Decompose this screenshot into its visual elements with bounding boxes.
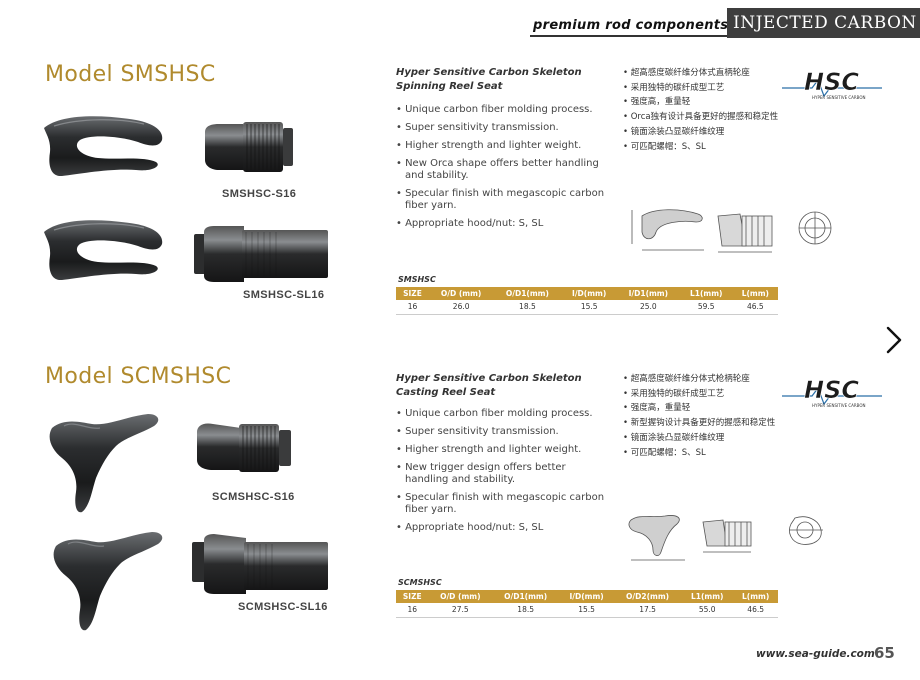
page-number: 65 xyxy=(874,644,895,662)
spec-cell: 15.5 xyxy=(561,300,617,315)
feature-item-cn: 采用独特的碳纤成型工艺 xyxy=(623,81,813,96)
feature-item-cn: 可匹配螺帽：S、SL xyxy=(623,140,813,155)
desc-title-scmshsc: Hyper Sensitive Carbon Skeleton Casting … xyxy=(396,373,582,398)
feature-item-cn: 可匹配螺帽：S、SL xyxy=(623,446,813,461)
spec-cell: 18.5 xyxy=(493,300,562,315)
spec-header: L(mm) xyxy=(733,590,778,603)
product-image-smshsc-s16-seat xyxy=(44,116,163,177)
spec-header: O/D1(mm) xyxy=(493,287,562,300)
chevron-right-icon[interactable] xyxy=(882,324,906,356)
feature-item: Specular finish with megascopic carbon f… xyxy=(396,188,611,212)
logo-text: HSC xyxy=(804,376,859,404)
logo-text: HSC xyxy=(804,68,859,96)
model-title-smshsc: Model SMSHSC xyxy=(45,62,216,87)
spec-cell: 16 xyxy=(396,300,429,315)
spec-cell: 26.0 xyxy=(428,300,494,315)
table-row: 16 26.0 18.5 15.5 25.0 59.5 46.5 xyxy=(396,300,778,315)
technical-diagram-smshsc xyxy=(631,209,832,253)
feature-item-cn: Orca独有设计具备更好的握感和稳定性 xyxy=(623,110,813,125)
feature-item: Unique carbon fiber molding process. xyxy=(396,408,611,420)
feature-item: New trigger design offers better handlin… xyxy=(396,462,611,486)
spec-cell: 46.5 xyxy=(732,300,778,315)
feature-item: Super sensitivity transmission. xyxy=(396,122,611,134)
header-subtitle: premium rod components xyxy=(533,18,729,33)
product-image-smshsc-s16-nut xyxy=(205,122,293,172)
feature-list-cn-scmshsc: 超高感度碳纤维分体式枪柄轮座 采用独特的碳纤成型工艺 强度高，重量轻 新型握钩设… xyxy=(623,372,813,460)
feature-list-smshsc: Unique carbon fiber molding process. Sup… xyxy=(396,104,611,236)
spec-cell: 18.5 xyxy=(492,603,560,618)
feature-item-cn: 超高感度碳纤维分体式枪柄轮座 xyxy=(623,372,813,387)
hsc-logo: HSC HYPER SENSITIVE CARBON xyxy=(782,376,882,408)
feature-item: Appropriate hood/nut: S, SL xyxy=(396,522,611,534)
product-image-scmshsc-s16-nut xyxy=(197,423,291,472)
logo-subtext: HYPER SENSITIVE CARBON xyxy=(812,95,866,100)
feature-list-scmshsc: Unique carbon fiber molding process. Sup… xyxy=(396,408,611,540)
spec-table-smshsc: SIZE O/D (mm) O/D1(mm) I/D(mm) I/D1(mm) … xyxy=(396,287,778,315)
product-image-smshsc-sl16-seat xyxy=(44,220,163,281)
feature-item: Unique carbon fiber molding process. xyxy=(396,104,611,116)
spec-table-scmshsc: SIZE O/D (mm) O/D1(mm) I/D(mm) O/D2(mm) … xyxy=(396,590,778,618)
spec-cell: 17.5 xyxy=(613,603,682,618)
feature-list-cn-smshsc: 超高感度碳纤维分体式直柄轮座 采用独特的碳纤成型工艺 强度高，重量轻 Orca独… xyxy=(623,66,813,154)
spec-header: I/D1(mm) xyxy=(616,287,680,300)
spec-cell: 16 xyxy=(396,603,429,618)
product-code-scmshsc-s16: SCMSHSC-S16 xyxy=(212,491,295,503)
hsc-logo: HSC HYPER SENSITIVE CARBON xyxy=(782,68,882,100)
spec-header: SIZE xyxy=(396,287,429,300)
feature-item: Higher strength and lighter weight. xyxy=(396,444,611,456)
spec-header: L1(mm) xyxy=(681,590,734,603)
product-image-scmshsc-sl16-nut xyxy=(192,534,328,594)
spec-header: I/D(mm) xyxy=(561,287,617,300)
feature-item: Higher strength and lighter weight. xyxy=(396,140,611,152)
spec-header: O/D (mm) xyxy=(428,287,494,300)
model-title-scmshsc: Model SCMSHSC xyxy=(45,364,232,389)
category-tab: INJECTED CARBON xyxy=(727,8,920,38)
spec-header: O/D (mm) xyxy=(428,590,493,603)
feature-item-cn: 镜面涂装凸显碳纤维纹理 xyxy=(623,125,813,140)
spec-table-caption-scmshsc: SCMSHSC xyxy=(398,578,442,587)
feature-item-cn: 超高感度碳纤维分体式直柄轮座 xyxy=(623,66,813,81)
product-image-scmshsc-s16-seat xyxy=(49,414,159,513)
feature-item: Super sensitivity transmission. xyxy=(396,426,611,438)
spec-header: I/D(mm) xyxy=(559,590,614,603)
product-code-scmshsc-sl16: SCMSHSC-SL16 xyxy=(238,601,328,613)
spec-cell: 59.5 xyxy=(679,300,733,315)
header-rule xyxy=(530,35,730,37)
spec-cell: 15.5 xyxy=(559,603,614,618)
feature-item-cn: 采用独特的碳纤成型工艺 xyxy=(623,387,813,402)
feature-item: Specular finish with megascopic carbon f… xyxy=(396,492,611,516)
spec-header: SIZE xyxy=(396,590,429,603)
desc-title-smshsc: Hyper Sensitive Carbon Skeleton Spinning… xyxy=(396,67,582,92)
technical-diagram-scmshsc xyxy=(628,515,823,561)
spec-table-caption-smshsc: SMSHSC xyxy=(398,275,436,284)
footer-url: www.sea-guide.com xyxy=(756,648,875,660)
product-image-scmshsc-sl16-seat xyxy=(53,532,163,631)
spec-header: L1(mm) xyxy=(679,287,733,300)
feature-item: Appropriate hood/nut: S, SL xyxy=(396,218,611,230)
feature-item-cn: 强度高，重量轻 xyxy=(623,401,813,416)
feature-item-cn: 新型握钩设计具备更好的握感和稳定性 xyxy=(623,416,813,431)
spec-cell: 55.0 xyxy=(681,603,734,618)
table-row: 16 27.5 18.5 15.5 17.5 55.0 46.5 xyxy=(396,603,778,618)
product-image-smshsc-sl16-nut xyxy=(194,226,328,282)
spec-cell: 27.5 xyxy=(428,603,493,618)
spec-header: L(mm) xyxy=(732,287,778,300)
feature-item-cn: 强度高，重量轻 xyxy=(623,95,813,110)
product-code-smshsc-s16: SMSHSC-S16 xyxy=(222,188,297,200)
spec-cell: 25.0 xyxy=(616,300,680,315)
spec-header: O/D1(mm) xyxy=(492,590,560,603)
feature-item-cn: 镜面涂装凸显碳纤维纹理 xyxy=(623,431,813,446)
logo-subtext: HYPER SENSITIVE CARBON xyxy=(812,403,866,408)
product-code-smshsc-sl16: SMSHSC-SL16 xyxy=(243,289,325,301)
feature-item: New Orca shape offers better handling an… xyxy=(396,158,611,182)
spec-header: O/D2(mm) xyxy=(613,590,682,603)
spec-cell: 46.5 xyxy=(733,603,778,618)
